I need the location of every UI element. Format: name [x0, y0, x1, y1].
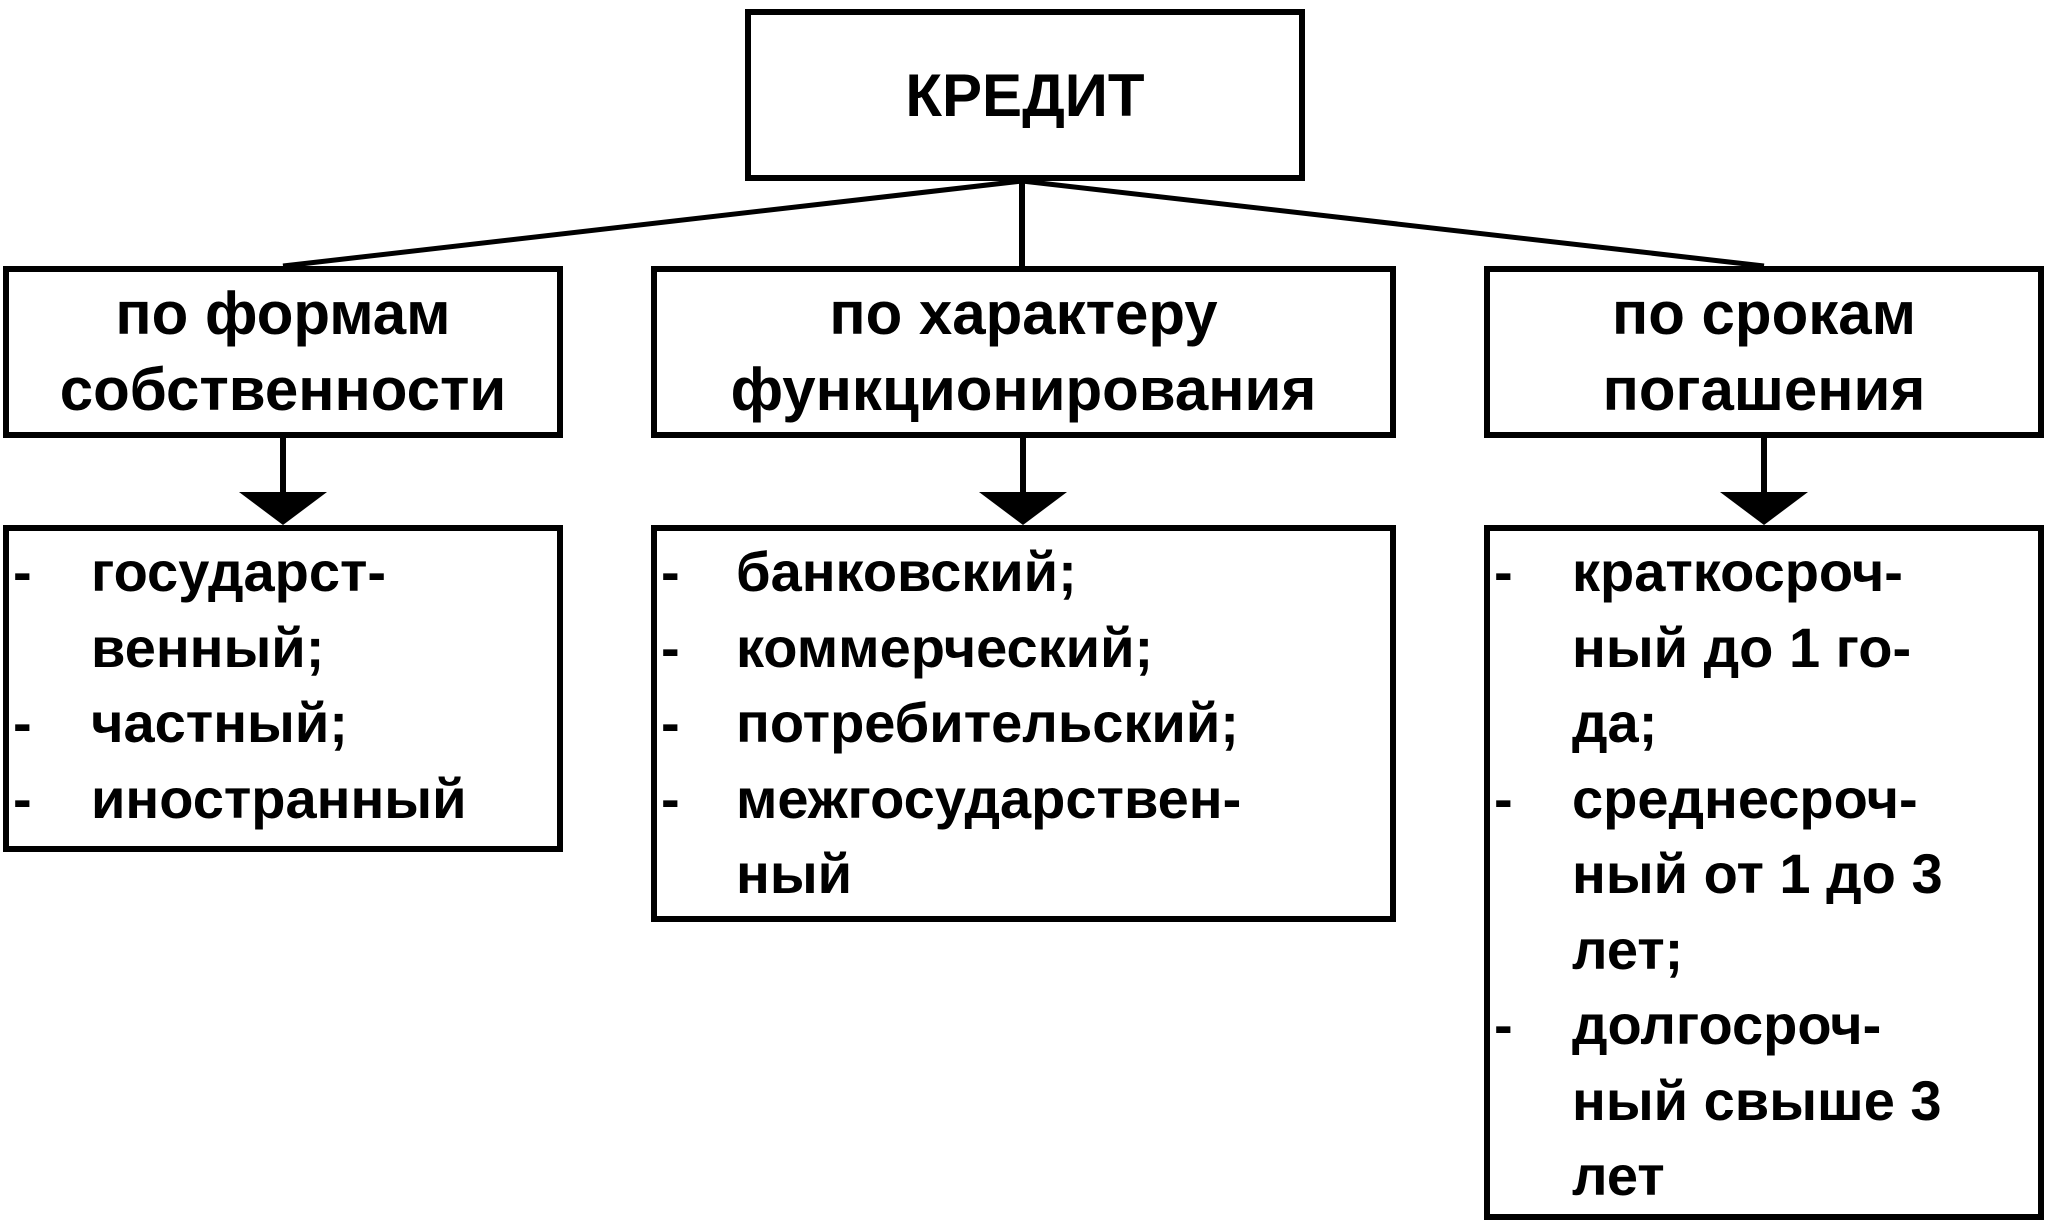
connector-root-to-terms: [1021, 178, 1765, 269]
category-box-repayment-terms: по срокам погашения: [1484, 266, 2044, 438]
connector-root-to-forms: [282, 178, 1023, 269]
list-marker: -: [1494, 766, 1513, 830]
list-item: - потребительский;: [657, 685, 1390, 761]
list-item-line: лет;: [1572, 917, 1684, 981]
category-box-functioning-type: по характеру функционирования: [651, 266, 1396, 438]
list-item-line: банковский;: [736, 540, 1077, 603]
list-item-line: венный;: [91, 615, 325, 679]
list-marker: -: [661, 766, 680, 830]
list-item: - банковский;: [657, 534, 1390, 610]
category-heading-line: по формам: [115, 280, 451, 347]
category-box-ownership-forms: по формам собственности: [3, 266, 563, 438]
list-item: - долгосроч- ный свыше 3 лет: [1490, 987, 2038, 1214]
list-item-line: долгосроч-: [1572, 993, 1882, 1056]
list-box-repayment-terms: - краткосроч- ный до 1 го- да; - среднес…: [1484, 525, 2044, 1220]
list-marker: -: [661, 615, 680, 679]
list-item-line: государст-: [91, 540, 387, 603]
list-item-line: потребительский;: [736, 691, 1239, 754]
list-marker: -: [13, 540, 32, 603]
root-label: КРЕДИТ: [905, 61, 1145, 129]
list-box-functioning-type: - банковский; - коммерческий; - потребит…: [651, 525, 1396, 922]
list-box-ownership-forms: - государст- венный; - частный; - иностр…: [3, 525, 563, 852]
list-item: - иностранный: [9, 761, 557, 837]
list-marker: -: [13, 691, 32, 754]
list-item-line: ный от 1 до 3: [1572, 842, 1943, 905]
list-marker: -: [661, 540, 680, 603]
list-item-line: ный: [736, 842, 853, 905]
list-item: - коммерческий;: [657, 610, 1390, 686]
arrow-head-forms: [239, 492, 327, 525]
list-item-line: коммерческий;: [736, 615, 1154, 679]
root-box-credit: КРЕДИТ: [745, 9, 1305, 181]
list-marker: -: [1494, 993, 1513, 1056]
list-item: - среднесроч- ный от 1 до 3 лет;: [1490, 761, 2038, 988]
category-heading-line: собственности: [59, 356, 507, 423]
list-marker: -: [1494, 540, 1513, 603]
list-item-line: ный свыше 3: [1572, 1068, 1942, 1132]
list-item-line: среднесроч-: [1572, 766, 1918, 830]
list-item: - частный;: [9, 685, 557, 761]
list-item-line: лет: [1572, 1144, 1665, 1207]
list-item: - межгосударствен- ный: [657, 761, 1390, 912]
category-heading-line: по срокам: [1611, 280, 1916, 347]
list-item-line: ный до 1 го-: [1572, 615, 1912, 679]
list-item-line: иностранный: [91, 766, 467, 830]
list-item: - краткосроч- ный до 1 го- да;: [1490, 534, 2038, 761]
category-heading-line: погашения: [1602, 356, 1926, 423]
arrow-head-terms: [1720, 492, 1808, 525]
category-heading-line: по характеру: [829, 280, 1218, 347]
list-item-line: частный;: [91, 691, 348, 754]
category-heading-line: функционирования: [730, 356, 1317, 423]
list-item-line: краткосроч-: [1572, 540, 1903, 603]
list-item-line: межгосударствен-: [736, 766, 1242, 830]
arrow-head-function: [979, 492, 1067, 525]
list-item: - государст- венный;: [9, 534, 557, 685]
list-item-line: да;: [1572, 691, 1658, 754]
list-marker: -: [661, 691, 680, 754]
list-marker: -: [13, 766, 32, 830]
